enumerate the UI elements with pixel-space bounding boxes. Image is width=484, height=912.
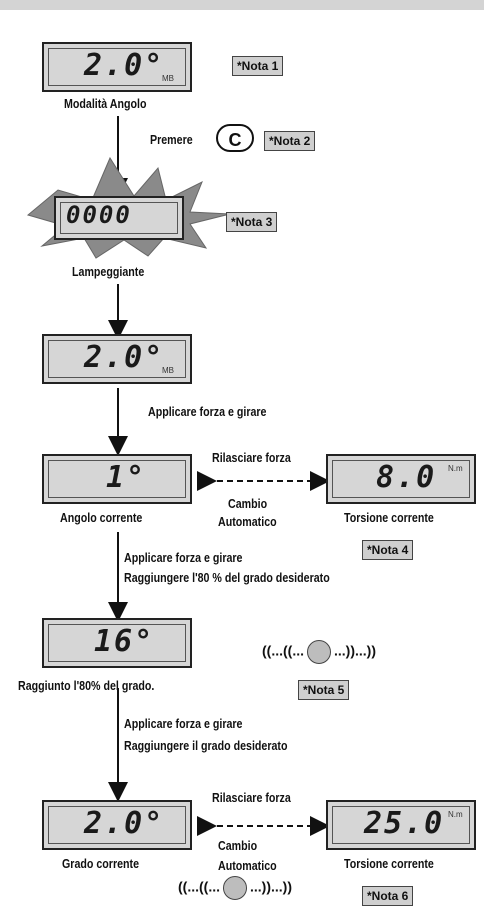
buzzer-icon [307, 640, 331, 664]
lcd-value: 2.0° [84, 340, 165, 375]
signal-left: ((...((... [262, 642, 304, 659]
label-current-torque-2: Torsione corrente [344, 856, 434, 871]
label-reach-target: Raggiungere il grado desiderato [124, 738, 288, 753]
lcd-80-percent: 16° [42, 618, 192, 668]
note-5: *Nota 5 [298, 680, 350, 700]
note-2: *Nota 2 [264, 131, 316, 151]
label-auto-change-1b: Automatico [218, 514, 277, 529]
note-6: *Nota 6 [362, 886, 414, 906]
signal-right: ...))...)) [334, 642, 376, 659]
label-apply-force-2: Applicare forza e girare [124, 550, 243, 565]
label-current-angle: Angolo corrente [60, 510, 143, 525]
lcd-value: 0000 [66, 201, 132, 229]
lcd-value: 2.0° [84, 48, 165, 83]
lcd-unit: MB [162, 366, 174, 375]
note-1: *Nota 1 [232, 56, 284, 76]
label-apply-force-3: Applicare forza e girare [124, 716, 243, 731]
label-reach-80: Raggiungere l'80 % del grado desiderato [124, 570, 330, 585]
label-auto-change-1a: Cambio [228, 496, 268, 511]
buzzer-signal-1: ((...((......))...)) [262, 640, 376, 664]
label-release-force-2: Rilasciare forza [212, 790, 291, 805]
lcd-mode-angle: 2.0° MB [42, 42, 192, 92]
c-button[interactable]: C [216, 124, 254, 152]
buzzer-signal-2: ((...((......))...)) [178, 876, 292, 900]
lcd-value: 1° [106, 460, 147, 495]
label-release-force-1: Rilasciare forza [212, 450, 291, 465]
note-4: *Nota 4 [362, 540, 414, 560]
lcd-unit: MB [162, 74, 174, 83]
top-bar [0, 0, 484, 10]
lcd-current-angle: 1° [42, 454, 192, 504]
lcd-blinking: 0000 [54, 196, 184, 240]
label-reached-80: Raggiunto l'80% del grado. [18, 678, 155, 693]
lcd-value: 2.0° [84, 806, 165, 841]
lcd-current-torque-2: 25.0 N.m [326, 800, 476, 850]
label-auto-change-2b: Automatico [218, 858, 277, 873]
label-apply-force-1: Applicare forza e girare [148, 404, 267, 419]
lcd-angle-ready: 2.0° MB [42, 334, 192, 384]
lcd-current-degree: 2.0° [42, 800, 192, 850]
note-3: *Nota 3 [226, 212, 278, 232]
label-press: Premere [150, 132, 193, 147]
lcd-unit: N.m [448, 810, 463, 819]
buzzer-icon [223, 876, 247, 900]
lcd-current-torque-1: 8.0 N.m [326, 454, 476, 504]
label-blinking: Lampeggiante [72, 264, 145, 279]
lcd-value: 16° [94, 624, 155, 659]
lcd-value: 8.0 [376, 460, 437, 495]
label-mode-angle: Modalità Angolo [64, 96, 147, 111]
signal-right: ...))...)) [250, 878, 292, 895]
label-current-degree: Grado corrente [62, 856, 140, 871]
lcd-unit: N.m [448, 464, 463, 473]
signal-left: ((...((... [178, 878, 220, 895]
lcd-value: 25.0 [364, 806, 445, 841]
label-auto-change-2a: Cambio [218, 838, 258, 853]
label-current-torque-1: Torsione corrente [344, 510, 434, 525]
